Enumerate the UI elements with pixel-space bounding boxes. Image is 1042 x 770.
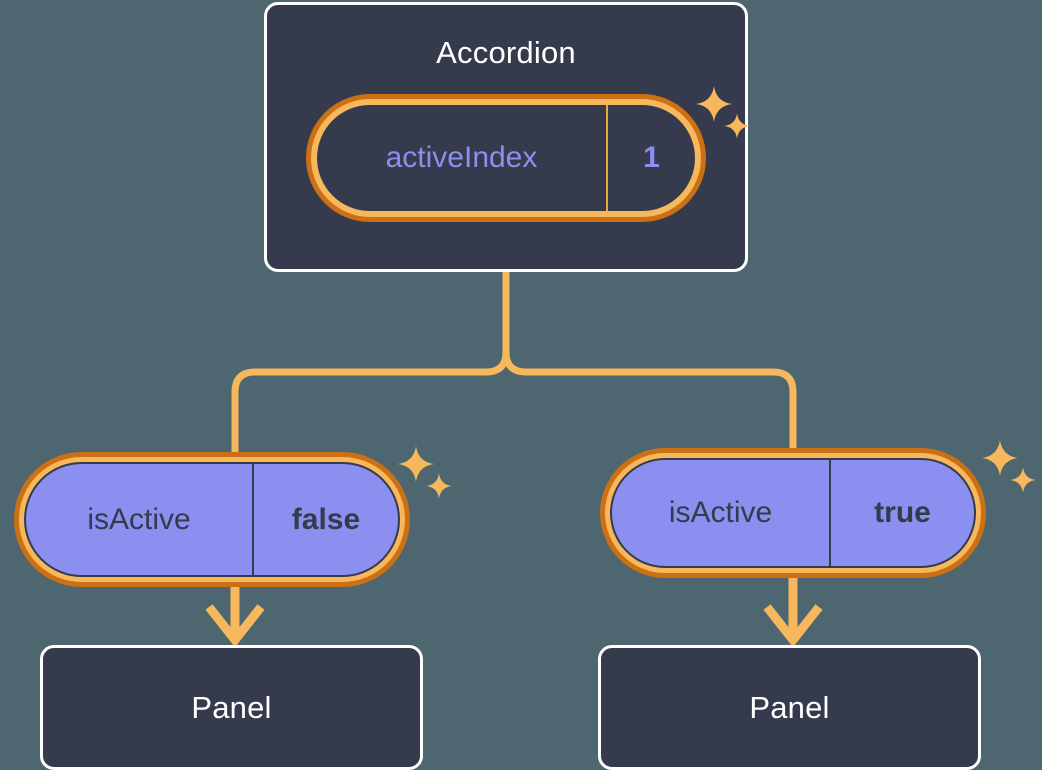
state-pill-is-active-false[interactable]: isActive false xyxy=(14,452,410,587)
component-node-panel-left[interactable]: Panel xyxy=(40,645,423,770)
sparkle-icon xyxy=(398,446,434,482)
pill-value-cell: 1 xyxy=(608,105,695,211)
pill-value-cell: false xyxy=(254,464,398,575)
pill-key-cell: isActive xyxy=(612,460,829,566)
prop-value-label: true xyxy=(874,496,931,529)
pill-key-cell: activeIndex xyxy=(317,105,606,211)
prop-value-label: false xyxy=(291,502,361,536)
sparkle-icon-small xyxy=(1010,467,1036,493)
state-value-label: 1 xyxy=(643,141,660,174)
pill-body: isActive false xyxy=(24,462,400,577)
pill-divider xyxy=(252,464,254,575)
connector-root-to-props xyxy=(231,268,797,459)
state-pill-is-active-true[interactable]: isActive true xyxy=(600,448,986,578)
sparkle-icon xyxy=(982,440,1018,476)
state-pill-active-index[interactable]: activeIndex 1 xyxy=(306,94,706,222)
pill-body: isActive true xyxy=(610,458,976,568)
pill-key-cell: isActive xyxy=(26,464,252,575)
arrow-head-right xyxy=(763,604,823,648)
sparkle-icon-small xyxy=(426,473,452,499)
component-node-panel-right[interactable]: Panel xyxy=(598,645,981,770)
pill-divider xyxy=(606,105,608,211)
component-title: Panel xyxy=(191,690,272,725)
pill-divider xyxy=(829,460,831,566)
pill-value-cell: true xyxy=(831,460,974,566)
component-title: Panel xyxy=(749,690,830,725)
state-key-label: activeIndex xyxy=(385,141,538,174)
sparkle-group-right xyxy=(980,438,1040,500)
component-title: Accordion xyxy=(436,35,576,70)
pill-body: activeIndex 1 xyxy=(317,105,695,211)
prop-key-label: isActive xyxy=(87,502,191,536)
arrow-head-left xyxy=(205,604,265,648)
prop-key-label: isActive xyxy=(668,496,773,529)
